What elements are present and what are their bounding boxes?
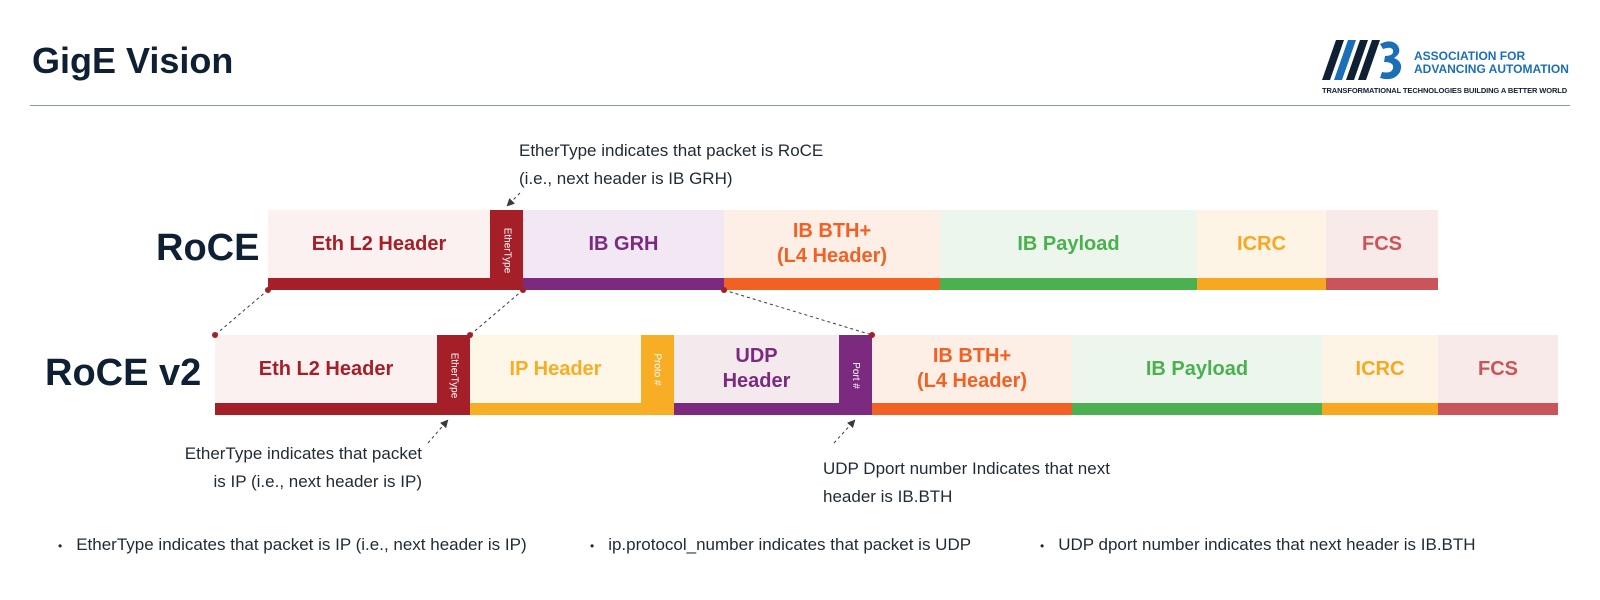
bullet-text: EtherType indicates that packet is IP (i… [76, 535, 527, 554]
connector-dot [869, 332, 875, 338]
logo-tagline: TRANSFORMATIONAL TECHNOLOGIES BUILDING A… [1322, 86, 1568, 95]
rocev2-payload-bar [1072, 403, 1322, 415]
roce-ib-payload: IB Payload [940, 210, 1197, 278]
rocev2-bth-line2: (L4 Header) [916, 370, 1028, 392]
connector-eth-start [214, 289, 269, 336]
connector-dot [212, 332, 218, 338]
roce-ib-grh: IB GRH [523, 210, 724, 278]
logo-org-name: ASSOCIATION FOR ADVANCING AUTOMATION [1414, 50, 1584, 76]
roce-payload-bar [940, 278, 1197, 290]
connector-dot [721, 287, 727, 293]
bullet-item: •UDP dport number indicates that next he… [1040, 535, 1476, 554]
roce-fcs-bar [1326, 278, 1438, 290]
roce-bth-line2: (L4 Header) [776, 245, 888, 267]
rocev2-eth-l2-header: Eth L2 Header [215, 335, 437, 403]
rocev2-udp-note-line2: header is IB.BTH [823, 487, 953, 506]
rocev2-fcs: FCS [1438, 335, 1558, 403]
rocev2-bth-line1: IB BTH+ [932, 345, 1012, 367]
rocev2-icrc: ICRC [1322, 335, 1438, 403]
rocev2-ip-note-line2: is IP (i.e., next header is IP) [213, 472, 423, 491]
rocev2-bth-bar [872, 403, 1072, 415]
a3-logo: ASSOCIATION FOR ADVANCING AUTOMATION TRA… [1322, 38, 1582, 98]
bullet-item: •EtherType indicates that packet is IP (… [58, 535, 527, 554]
bullet-text: UDP dport number indicates that next hea… [1058, 535, 1476, 554]
rocev2-ib-payload: IB Payload [1072, 335, 1322, 403]
roce-ethertype-note: EtherType indicates that packet is RoCE … [519, 137, 823, 193]
rocev2-ib-bth: IB BTH+ (L4 Header) [872, 335, 1072, 403]
header-divider [30, 105, 1570, 106]
connector-ethertype [469, 289, 524, 336]
rocev2-udp-header: UDP Header [674, 335, 839, 403]
bullet-item: •ip.protocol_number indicates that packe… [590, 535, 972, 554]
roce-eth-bar [268, 278, 490, 290]
roce-note-line1: EtherType indicates that packet is RoCE [519, 141, 824, 160]
rocev2-icrc-bar [1322, 403, 1438, 415]
arrow-roce-note [506, 192, 521, 207]
roce-note-line2: (i.e., next header is IB GRH) [519, 169, 733, 188]
logo-org-line2: ADVANCING AUTOMATION [1414, 62, 1569, 76]
connector-dot [265, 287, 271, 293]
rocev2-udp-line1: UDP [735, 345, 778, 367]
logo-org-line1: ASSOCIATION FOR [1414, 49, 1526, 63]
connector-bth [723, 289, 873, 336]
rocev2-ip-bar [470, 403, 674, 415]
rocev2-eth-bar [215, 403, 437, 415]
rocev2-proto-field: Proto # [641, 335, 674, 403]
rocev2-ip-header: IP Header [470, 335, 641, 403]
rocev2-ethertype-field: EtherType [437, 335, 470, 415]
rocev2-ip-note-line1: EtherType indicates that packet [184, 444, 422, 463]
connector-dot [520, 287, 526, 293]
rocev2-label: RoCE v2 [45, 352, 202, 394]
rocev2-port-field: Port # [839, 335, 872, 415]
roce-bth-bar [724, 278, 940, 290]
page-title: GigE Vision [32, 40, 234, 81]
rocev2-udp-note: UDP Dport number Indicates that next hea… [823, 455, 1110, 511]
rocev2-udp-note-line1: UDP Dport number Indicates that next [823, 459, 1110, 478]
roce-label: RoCE [156, 227, 260, 269]
a3-logo-mark-icon [1322, 40, 1402, 80]
roce-eth-l2-header: Eth L2 Header [268, 210, 490, 278]
arrow-udp-note [833, 419, 856, 444]
roce-fcs: FCS [1326, 210, 1438, 278]
connector-dot [467, 332, 473, 338]
roce-icrc-bar [1197, 278, 1326, 290]
roce-icrc: ICRC [1197, 210, 1326, 278]
bullet-text: ip.protocol_number indicates that packet… [608, 535, 972, 554]
rocev2-ethertype-note: EtherType indicates that packet is IP (i… [150, 440, 422, 496]
roce-bth-line1: IB BTH+ [792, 220, 872, 242]
rocev2-udp-line2: Header [722, 370, 791, 392]
roce-ethertype-field: EtherType [490, 210, 523, 290]
arrow-ip-note [427, 419, 449, 444]
roce-ib-bth: IB BTH+ (L4 Header) [724, 210, 940, 278]
rocev2-udp-bar [674, 403, 839, 415]
roce-grh-bar [523, 278, 724, 290]
rocev2-fcs-bar [1438, 403, 1558, 415]
